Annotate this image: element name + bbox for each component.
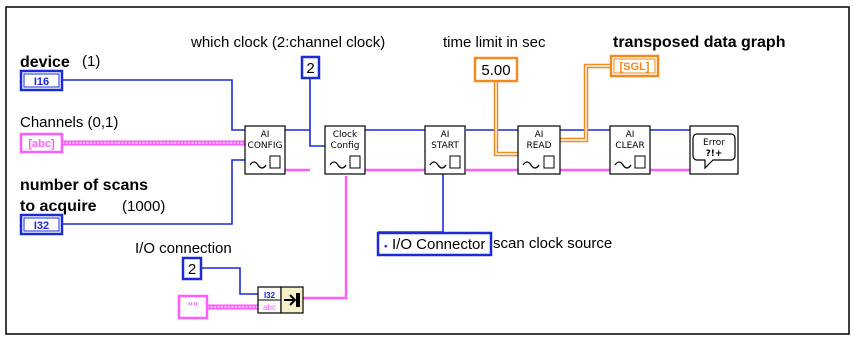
device-label: device <box>20 54 70 71</box>
daq-card-icon <box>269 155 281 169</box>
ai-config-line2: CONFIG <box>248 141 283 151</box>
clock-config-vi[interactable]: Clock Config <box>324 125 366 175</box>
io-connection-wire <box>201 267 258 295</box>
ai-start-line1: AI <box>441 130 450 140</box>
ai-start-vi[interactable]: AI START <box>424 125 466 175</box>
time-limit-constant[interactable]: 5.00 <box>473 56 519 83</box>
device-wire <box>62 79 245 131</box>
graph-terminal-type: [SGL] <box>620 61 650 73</box>
error-line2: ?!+ <box>706 149 723 159</box>
ai-read-line1: AI <box>535 130 544 140</box>
waveform-icon <box>249 161 267 169</box>
scan-clock-source-label: scan clock source <box>493 235 612 252</box>
waveform-icon <box>614 161 632 169</box>
device-default-label: (1) <box>82 53 100 70</box>
enum-value: I/O Connector <box>392 236 485 253</box>
clock-config-line1: Clock <box>333 130 358 140</box>
which-clock-label: which clock (2:channel clock) <box>190 34 385 51</box>
graph-label: transposed data graph <box>613 34 785 51</box>
scans-terminal[interactable]: I32 <box>19 213 64 236</box>
clock-config-line2: Config <box>331 141 360 151</box>
scans-default-label: (1000) <box>122 198 165 215</box>
empty-string-value: "" <box>188 301 198 313</box>
speech-bubble-icon <box>692 133 736 170</box>
ai-clear-vi[interactable]: AI CLEAR <box>609 125 651 175</box>
ai-clear-line2: CLEAR <box>615 141 644 151</box>
bundle-bar-icon <box>296 293 300 307</box>
bundle-node[interactable]: I32 abc <box>257 286 304 314</box>
which-clock-constant[interactable]: 2 <box>300 55 321 80</box>
channels-label: Channels (0,1) <box>20 114 118 131</box>
daq-card-icon <box>449 155 461 169</box>
daq-card-icon <box>349 155 361 169</box>
empty-string-constant[interactable]: "" <box>177 294 209 320</box>
ai-clear-line1: AI <box>626 130 635 140</box>
waveform-icon <box>329 161 347 169</box>
device-terminal-type: I16 <box>34 76 49 88</box>
error-line1: Error <box>703 138 725 148</box>
bundle-output-wire <box>303 176 348 300</box>
time-limit-value: 5.00 <box>481 62 510 79</box>
bundle-bottom-type: abc <box>263 303 276 312</box>
channels-terminal[interactable]: [abc] <box>19 132 64 154</box>
which-clock-value: 2 <box>306 60 314 77</box>
channels-terminal-type: [abc] <box>28 138 55 150</box>
io-connection-label: I/O connection <box>135 240 232 257</box>
which-clock-wire <box>309 78 325 147</box>
scans-wire <box>62 159 245 225</box>
scans-label-line1: number of scans <box>20 177 148 194</box>
ai-read-line2: READ <box>526 141 551 151</box>
ai-start-line2: START <box>431 141 459 151</box>
daq-card-icon <box>634 155 646 169</box>
scans-terminal-type: I32 <box>34 220 49 232</box>
enum-arrows-icon[interactable]: ⬩ <box>384 241 388 252</box>
bundle-arrow-icon <box>284 294 297 306</box>
error-handler-vi[interactable]: Error ?!+ <box>689 125 739 175</box>
bundle-top-type: I32 <box>264 291 276 300</box>
waveform-icon <box>522 161 540 169</box>
io-connection-value: 2 <box>188 261 196 278</box>
scan-clock-enum[interactable]: ⬩ I/O Connector <box>376 231 493 257</box>
wires <box>62 63 690 310</box>
scans-label-line2: to acquire <box>20 198 97 215</box>
ai-config-line1: AI <box>261 130 270 140</box>
time-limit-label: time limit in sec <box>443 34 546 51</box>
ai-config-vi[interactable]: AI CONFIG <box>244 125 286 175</box>
io-connection-constant[interactable]: 2 <box>181 256 203 281</box>
daq-card-icon <box>543 155 555 169</box>
device-terminal[interactable]: I16 <box>19 69 64 92</box>
ai-read-vi[interactable]: AI READ <box>517 125 561 175</box>
graph-terminal[interactable]: [SGL] <box>609 54 660 78</box>
waveform-icon <box>429 161 447 169</box>
